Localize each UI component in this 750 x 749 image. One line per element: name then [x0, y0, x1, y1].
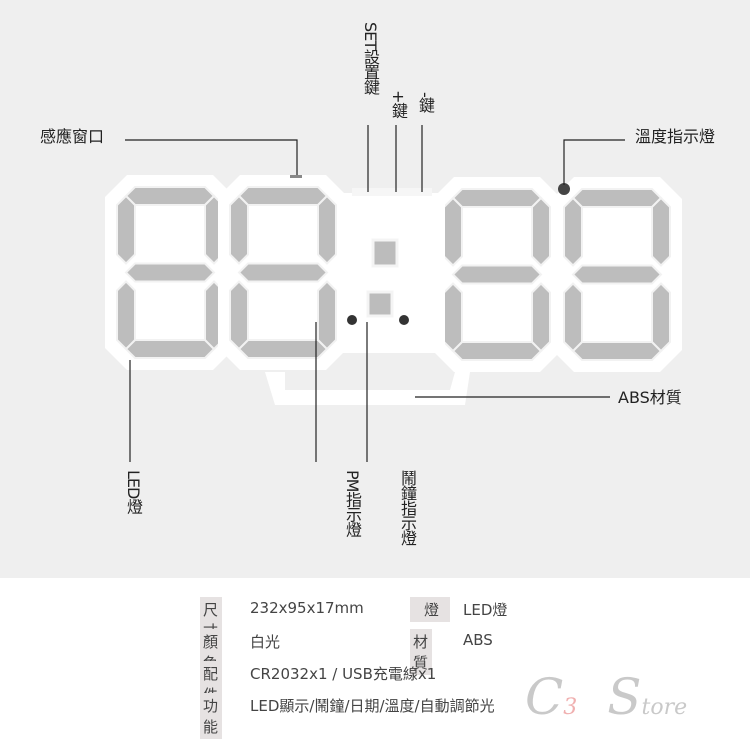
led-segment	[531, 196, 551, 267]
callout-abs-material: ABS材質	[618, 388, 682, 407]
led-segment	[237, 339, 329, 359]
watermark-tore: tore	[641, 695, 688, 720]
watermark-s: S	[607, 668, 642, 726]
led-segment	[531, 282, 551, 353]
spec-value: CR2032x1 / USB充電線x1	[250, 665, 437, 683]
spec-label: 功能	[200, 693, 223, 739]
spec-value: ABS	[463, 631, 493, 649]
pm-indicator-light	[347, 315, 357, 325]
colon-top	[371, 238, 399, 268]
led-segment	[443, 196, 463, 267]
led-segment	[116, 194, 136, 265]
callout-led: LED燈	[124, 470, 143, 514]
spec-label: 燈	[410, 597, 451, 622]
alarm-indicator-light	[399, 315, 409, 325]
led-segment	[571, 341, 663, 361]
led-segment	[563, 282, 583, 353]
colon-bottom	[366, 290, 394, 318]
led-segment	[651, 282, 671, 353]
callout-pm-indicator: PM指示燈	[343, 470, 362, 537]
led-segment	[124, 262, 216, 283]
led-segment	[451, 264, 543, 285]
led-segment	[571, 264, 663, 285]
led-segment	[124, 339, 216, 359]
led-segment	[451, 188, 543, 208]
led-segment	[317, 280, 337, 351]
led-segment	[116, 280, 136, 351]
led-clock-diagram	[105, 125, 682, 462]
spec-value: 232x95x17mm	[250, 599, 364, 617]
led-segment	[451, 341, 543, 361]
spec-label: 材質	[410, 629, 433, 675]
temperature-indicator-light	[558, 183, 570, 195]
spec-value: LED燈	[463, 601, 508, 619]
led-segment	[229, 194, 249, 265]
led-segment	[443, 282, 463, 353]
sensor-window	[290, 175, 302, 178]
watermark-3: 3	[563, 695, 578, 720]
led-segment	[563, 196, 583, 267]
led-segment	[651, 196, 671, 267]
watermark-c: C	[525, 668, 564, 726]
center-block	[340, 193, 445, 353]
led-segment	[571, 188, 663, 208]
callout-minus-key: -鍵	[416, 92, 435, 112]
led-segment	[229, 280, 249, 351]
led-segment	[124, 186, 216, 206]
callout-alarm-indicator: 鬧鐘指示燈	[398, 470, 417, 545]
callout-sensor-window: 感應窗口	[40, 127, 105, 146]
led-segment	[317, 194, 337, 265]
spec-value: 白光	[250, 633, 281, 651]
led-segment	[237, 262, 329, 283]
callout-set-key: SET設置鍵	[361, 22, 380, 95]
store-watermark: C3 Store	[525, 668, 687, 726]
led-segment	[237, 186, 329, 206]
spec-value: LED顯示/鬧鐘/日期/溫度/自動調節光	[250, 697, 495, 715]
callout-plus-key: +鍵	[389, 90, 408, 118]
callout-temperature-indicator: 溫度指示燈	[635, 127, 716, 146]
